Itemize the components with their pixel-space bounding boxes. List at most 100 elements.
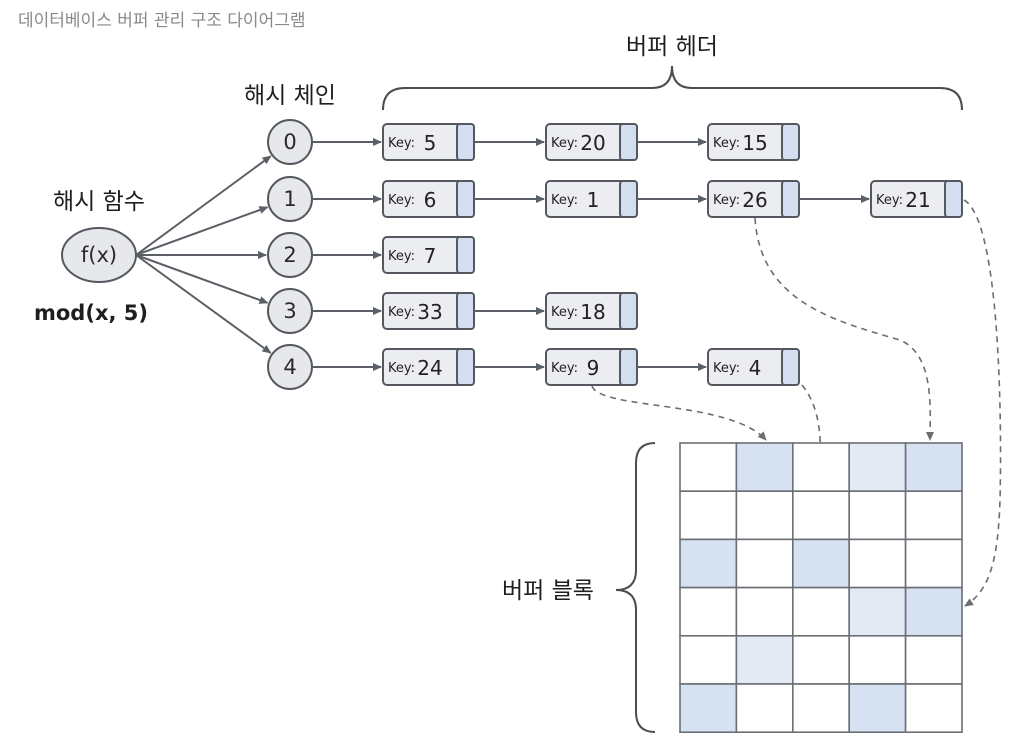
buffer-cell	[735, 538, 794, 589]
buffer-cell	[735, 634, 794, 685]
buffer-cell	[904, 538, 963, 589]
node-pointer-tab	[619, 180, 638, 218]
buffer-cell	[791, 586, 850, 637]
node-pointer-tab	[456, 123, 475, 161]
buffer-cell	[791, 634, 850, 685]
buffer-cell	[735, 442, 794, 493]
buffer-cell	[904, 490, 963, 541]
buffer-cell	[679, 634, 738, 685]
buffer-cell	[904, 586, 963, 637]
key-prefix: Key:	[713, 193, 740, 208]
buffer-header-node: Key:24	[382, 348, 475, 386]
key-value: 21	[905, 188, 930, 212]
key-prefix: Key:	[551, 136, 578, 151]
key-value: 5	[424, 131, 437, 155]
hash-function-label: 해시 함수	[53, 189, 145, 215]
hash-arrows	[135, 155, 272, 354]
buffer-cell	[735, 683, 794, 734]
buffer-header-node: Key:18	[545, 292, 638, 330]
key-prefix: Key:	[388, 361, 415, 376]
key-prefix: Key:	[713, 361, 740, 376]
buffer-header-node: Key:26	[707, 180, 800, 218]
node-pointer-tab	[944, 180, 963, 218]
hash-arrow	[135, 155, 272, 256]
buffer-header-node: Key:20	[545, 123, 638, 161]
buffer-cell	[679, 683, 738, 734]
node-pointer-tab	[619, 348, 638, 386]
hash-arrow	[135, 254, 272, 354]
node-pointer-tab	[781, 348, 800, 386]
buffer-cell	[679, 538, 738, 589]
buffer-header-node: Key: 5	[382, 123, 475, 161]
buffer-pointer	[591, 385, 767, 441]
buffer-header-node: Key: 1	[545, 180, 638, 218]
buffer-cell	[791, 538, 850, 589]
buffer-cell	[735, 490, 794, 541]
buffer-cell	[679, 442, 738, 493]
buffer-cell	[791, 683, 850, 734]
node-pointer-tab	[619, 292, 638, 330]
buffer-cell	[791, 442, 850, 493]
key-value: 9	[587, 356, 600, 380]
key-prefix: Key:	[551, 193, 578, 208]
node-pointer-tab	[456, 292, 475, 330]
buffer-cell	[904, 442, 963, 493]
hash-function-symbol: f(x)	[81, 243, 117, 267]
key-value: 24	[417, 356, 442, 380]
node-pointer-tab	[781, 123, 800, 161]
buffer-pointer	[963, 199, 1002, 607]
buffer-header-node: Key:6	[382, 180, 475, 218]
buffer-header-node: Key:21	[870, 180, 963, 218]
bucket-index: 2	[283, 243, 296, 267]
node-pointer-tab	[456, 236, 475, 274]
node-pointer-tab	[456, 180, 475, 218]
node-pointer-tab	[619, 123, 638, 161]
key-value: 33	[417, 300, 442, 324]
buffer-header-node: Key: 9	[545, 348, 638, 386]
key-value: 6	[424, 188, 437, 212]
key-prefix: Key:	[551, 305, 578, 320]
key-prefix: Key:	[388, 305, 415, 320]
buffer-header-node: Key: 4	[707, 348, 800, 386]
buffer-cell	[904, 634, 963, 685]
buffer-block-grid	[679, 442, 963, 734]
key-value: 15	[742, 131, 767, 155]
buffer-header-node: Key:33	[382, 292, 475, 330]
key-value: 1	[587, 188, 600, 212]
buffer-cell	[848, 538, 907, 589]
buffer-cell	[848, 634, 907, 685]
hash-chain-label: 해시 체인	[244, 83, 336, 109]
key-value: 4	[749, 356, 762, 380]
modulus-label: mod(x, 5)	[34, 301, 148, 325]
buffer-cell	[904, 683, 963, 734]
buffer-cell	[848, 586, 907, 637]
key-value: 18	[580, 300, 605, 324]
key-value: 7	[424, 244, 437, 268]
bucket-index: 3	[283, 299, 296, 323]
hash-arrow	[135, 206, 269, 256]
key-prefix: Key:	[551, 361, 578, 376]
buffer-header-label: 버퍼 헤더	[626, 34, 718, 60]
key-prefix: Key:	[713, 136, 740, 151]
buffer-cell	[679, 490, 738, 541]
key-prefix: Key:	[876, 193, 903, 208]
hash-arrow	[135, 254, 269, 304]
bucket-index: 1	[283, 187, 296, 211]
key-prefix: Key:	[388, 136, 415, 151]
buffer-cell	[848, 683, 907, 734]
buffer-cell	[848, 490, 907, 541]
buffer-cell	[679, 586, 738, 637]
key-value: 26	[742, 188, 767, 212]
page-title: 데이터베이스 버퍼 관리 구조 다이어그램	[18, 11, 306, 31]
buffer-block-label: 버퍼 블록	[502, 578, 594, 604]
buffer-pointer	[754, 217, 935, 441]
node-pointer-tab	[456, 348, 475, 386]
bucket-index: 4	[283, 355, 296, 379]
buffer-cell	[735, 586, 794, 637]
buffer-header-node: Key:15	[707, 123, 800, 161]
key-prefix: Key:	[388, 249, 415, 264]
buffer-cell	[848, 442, 907, 493]
buffer-header-brace	[382, 65, 963, 111]
